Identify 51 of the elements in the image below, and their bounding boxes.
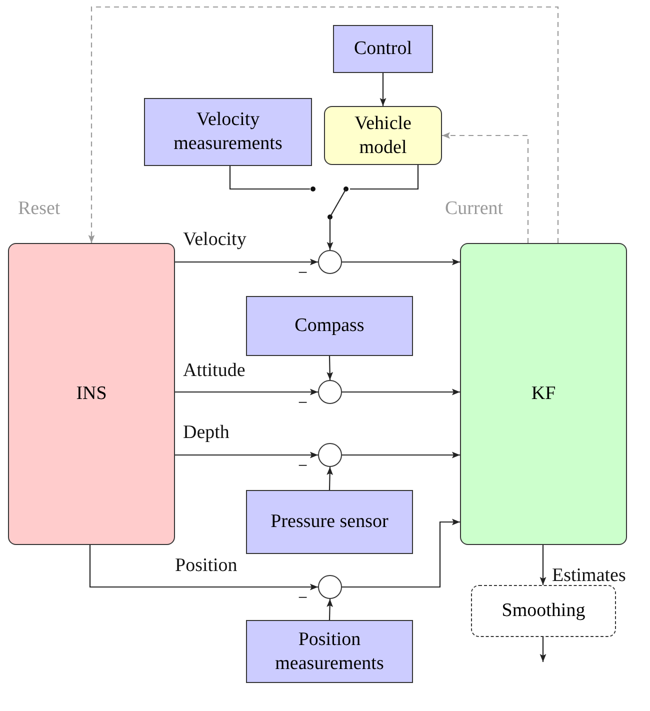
node-label: Compass — [294, 314, 366, 338]
arrow — [342, 452, 460, 458]
minus-sign: − — [298, 457, 308, 474]
arrow — [326, 466, 334, 490]
node-label: Smoothing — [500, 599, 586, 623]
arrow — [88, 6, 559, 243]
process-box — [460, 243, 627, 545]
arrow — [326, 598, 333, 620]
process-box — [246, 296, 413, 356]
edge-label: Velocity — [183, 230, 246, 249]
arrow — [540, 545, 546, 585]
process-box — [144, 98, 312, 166]
node-label: Pressure sensor — [270, 510, 390, 534]
switch-symbol — [310, 185, 350, 220]
node-label: Position measurements — [274, 628, 385, 676]
minus-sign: − — [298, 589, 308, 606]
process-box — [246, 490, 413, 554]
edge-label: Attitude — [183, 361, 246, 380]
arrow — [326, 220, 334, 250]
process-box — [324, 106, 442, 165]
summing-junction — [318, 380, 342, 404]
edge-label: Reset — [18, 199, 60, 218]
edge-label: Current — [445, 199, 504, 218]
arrow — [342, 388, 460, 396]
process-box — [333, 25, 433, 73]
edge-label: Depth — [183, 423, 230, 442]
summing-junction — [318, 575, 342, 599]
arrow — [175, 258, 318, 266]
arrow — [175, 388, 318, 396]
arrow — [326, 356, 334, 380]
node-label: Velocity measurements — [172, 108, 284, 156]
minus-sign: − — [298, 394, 308, 411]
process-box — [246, 620, 413, 683]
node-label: Vehicle model — [354, 112, 412, 160]
arrow — [342, 258, 460, 266]
arrow — [540, 637, 546, 662]
arrow — [442, 132, 529, 243]
node-label: KF — [530, 382, 557, 406]
edge-label: Position — [175, 556, 238, 575]
summing-junction — [318, 250, 342, 274]
minus-sign: − — [298, 264, 308, 281]
summing-junction — [318, 443, 342, 467]
process-box — [471, 585, 616, 637]
arrow — [89, 545, 318, 590]
arrow — [175, 452, 318, 458]
arrow — [342, 518, 460, 588]
node-label: Control — [352, 37, 414, 61]
process-box — [8, 243, 175, 545]
arrow — [380, 73, 386, 106]
edge-label: Estimates — [552, 566, 626, 585]
node-label: INS — [75, 382, 108, 406]
